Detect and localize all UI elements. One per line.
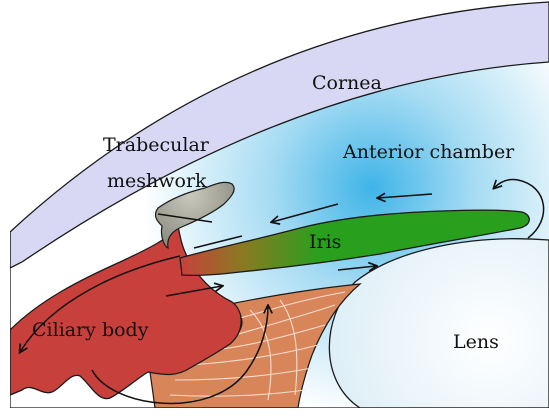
trabecular-meshwork-label-line1: Trabecular <box>103 134 210 156</box>
trabecular-meshwork-label-line2: meshwork <box>107 170 207 192</box>
lens-label: Lens <box>453 331 499 353</box>
ciliary-body-label: Ciliary body <box>32 319 149 341</box>
anterior-chamber-label: Anterior chamber <box>342 141 515 163</box>
cornea-label: Cornea <box>312 72 382 94</box>
iris-label: Iris <box>309 231 341 253</box>
